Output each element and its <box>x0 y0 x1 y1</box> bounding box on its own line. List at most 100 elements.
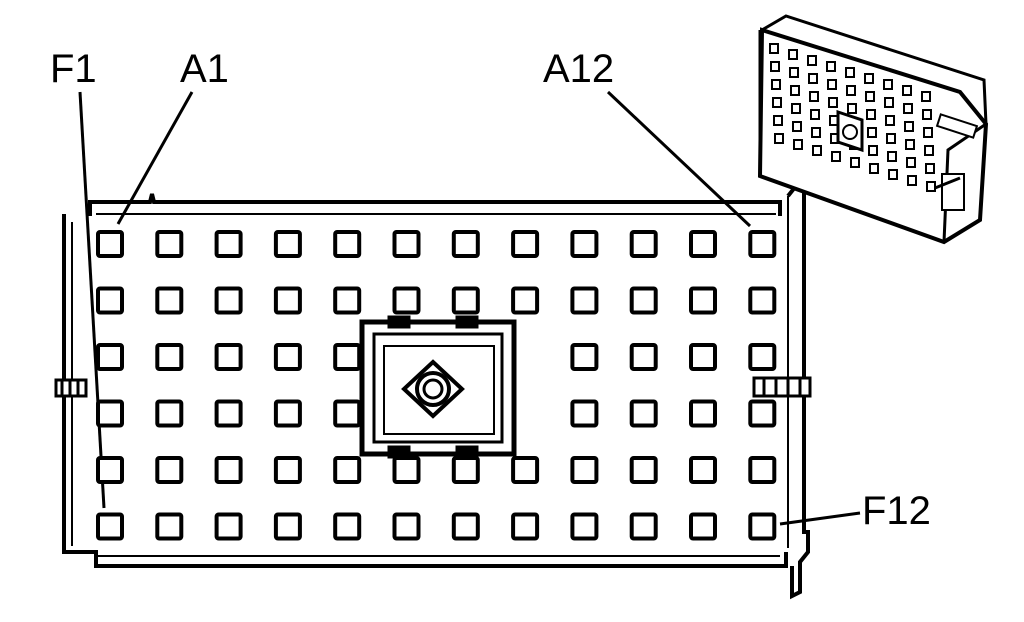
terminal-cavity <box>273 512 302 541</box>
terminal-cavity <box>333 399 362 428</box>
terminal-cavity <box>392 512 421 541</box>
terminal-cavity <box>570 399 599 428</box>
terminal-cavity <box>155 343 184 371</box>
left-latch <box>54 378 88 398</box>
terminal-cavity <box>273 456 302 484</box>
inset-cavity <box>793 139 803 150</box>
terminal-cavity <box>214 456 243 484</box>
terminal-cavity <box>96 230 124 258</box>
terminal-cavity <box>511 456 540 484</box>
terminal-cavity <box>155 286 184 315</box>
inset-cavity <box>845 67 855 78</box>
inset-cavity <box>770 61 780 72</box>
terminal-cavity <box>689 286 717 315</box>
terminal-cavity <box>96 286 124 315</box>
inset-cavity <box>923 127 933 138</box>
terminal-cavity-grid <box>96 230 777 541</box>
label-a1: A1 <box>180 47 229 91</box>
terminal-cavity <box>214 286 243 315</box>
inset-cavity <box>812 145 822 156</box>
terminal-cavity <box>273 399 302 428</box>
inset-cavity <box>885 115 895 126</box>
terminal-cavity <box>748 286 777 315</box>
inset-cavity <box>921 91 931 102</box>
terminal-cavity <box>451 512 480 541</box>
terminal-cavity <box>273 230 302 258</box>
terminal-cavity <box>511 286 540 315</box>
terminal-cavity <box>629 512 658 541</box>
terminal-cavity <box>570 230 599 258</box>
inset-cavity <box>868 145 878 156</box>
inset-cavity <box>905 139 915 150</box>
inset-cavity <box>924 145 934 156</box>
terminal-cavity <box>689 399 717 428</box>
inset-cavity <box>884 97 894 108</box>
inset-cavity <box>903 103 913 114</box>
inset-cavity <box>888 169 898 180</box>
terminal-cavity <box>629 343 658 371</box>
terminal-cavity <box>570 343 599 371</box>
terminal-cavity <box>333 343 362 371</box>
terminal-cavity <box>689 230 717 258</box>
terminal-cavity <box>451 286 480 315</box>
inset-cavity <box>790 85 800 96</box>
inset-cavity <box>828 97 838 108</box>
inset-cavity-grid <box>769 43 936 192</box>
terminal-cavity <box>273 286 302 315</box>
terminal-cavity <box>214 343 243 371</box>
key-tab-bottom-left <box>387 445 411 459</box>
terminal-cavity <box>570 286 599 315</box>
inset-cavity <box>922 109 932 120</box>
inset-cavity <box>809 91 819 102</box>
terminal-cavity <box>451 456 480 484</box>
terminal-cavity <box>273 343 302 371</box>
inset-cavity <box>850 157 860 168</box>
key-tab-top-right <box>455 315 479 329</box>
terminal-cavity <box>629 286 658 315</box>
terminal-cavity <box>155 512 184 541</box>
terminal-cavity <box>748 399 777 428</box>
key-tab-top-left <box>387 315 411 329</box>
inset-cavity <box>906 157 916 168</box>
terminal-cavity <box>511 230 540 258</box>
terminal-cavity <box>511 512 540 541</box>
terminal-cavity <box>392 286 421 315</box>
inset-cavity <box>789 67 799 78</box>
inset-cavity <box>807 55 817 66</box>
inset-cavity <box>792 121 802 132</box>
terminal-cavity <box>748 343 777 371</box>
inset-cavity <box>774 133 784 144</box>
terminal-cavity <box>96 343 124 371</box>
inset-cavity <box>866 109 876 120</box>
terminal-cavity <box>392 230 421 258</box>
terminal-cavity <box>214 512 243 541</box>
connector-3d-inset <box>757 14 989 245</box>
terminal-cavity <box>570 512 599 541</box>
terminal-cavity <box>629 399 658 428</box>
terminal-cavity <box>629 456 658 484</box>
connector-body <box>62 183 810 600</box>
key-pin-inner <box>422 378 444 400</box>
terminal-cavity <box>689 512 717 541</box>
label-a12: A12 <box>543 47 614 91</box>
inset-cavity <box>847 103 857 114</box>
inset-cavity <box>771 79 781 90</box>
inset-cavity <box>808 73 818 84</box>
terminal-cavity <box>392 456 421 484</box>
center-keying-block <box>359 315 517 459</box>
terminal-cavity <box>333 230 362 258</box>
terminal-cavity <box>689 456 717 484</box>
terminal-cavity <box>214 230 243 258</box>
inset-cavity <box>827 79 837 90</box>
inset-cavity <box>788 49 798 60</box>
inset-cavity <box>826 61 836 72</box>
inset-cavity <box>865 91 875 102</box>
terminal-cavity <box>333 456 362 484</box>
inset-cavity <box>811 127 821 138</box>
inset-cavity <box>772 97 782 108</box>
inset-cavity <box>904 121 914 132</box>
inset-cavity <box>887 151 897 162</box>
inset-cavity <box>864 73 874 84</box>
terminal-cavity <box>570 456 599 484</box>
